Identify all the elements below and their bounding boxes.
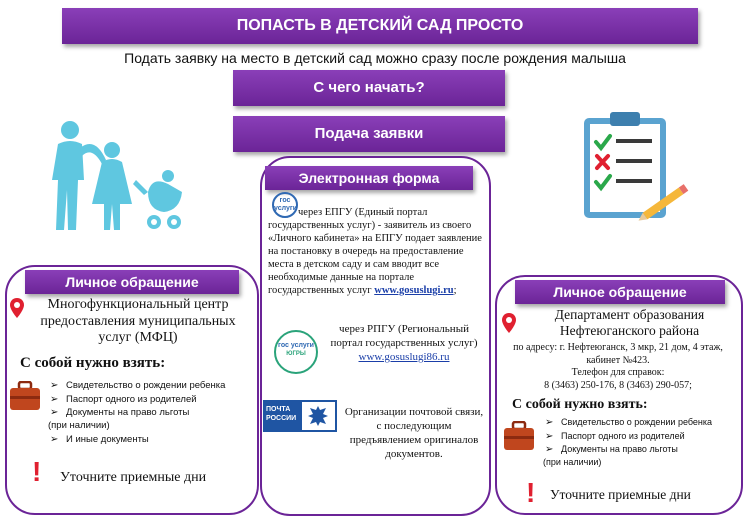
list-item: ➢Паспорт одного из родителей: [50, 393, 197, 405]
left-note: (при наличии): [48, 419, 110, 431]
list-item: ➢И иные документы: [50, 434, 149, 445]
rpgu-logo-sub: ЮГРЫ: [286, 351, 306, 357]
russian-post-logo: ПОЧТА РОССИИ: [263, 400, 337, 432]
list-item: ➢Свидетельство о рождении ребенка: [50, 380, 226, 391]
list-item: ➢Документы на право льготы: [50, 407, 190, 418]
post-eagle-icon: [301, 402, 335, 430]
list-item: ➢Свидетельство о рождении ребенка: [545, 417, 713, 428]
right-phones: 8 (3463) 250-176, 8 (3463) 290-057;: [544, 379, 692, 391]
post-logo-line1: ПОЧТА: [266, 406, 291, 413]
page-subtitle: Подать заявку на место в детский сад мож…: [124, 50, 626, 66]
epgu-logo: гос услуги: [272, 192, 298, 218]
right-address-text: по адресу: г. Нефтеюганск, 3 мкр, 21 дом…: [513, 342, 723, 366]
family-illustration: [52, 121, 182, 230]
rpgu-logo-text: гос услуги: [278, 342, 314, 349]
epgu-description: через ЕПГУ (Единый портал государственны…: [268, 206, 490, 297]
rpgu-link[interactable]: www.gosuslugi86.ru: [358, 351, 450, 363]
start-banner: С чего начать?: [233, 70, 505, 106]
right-visit-tag: Личное обращение: [515, 280, 725, 304]
post-logo-line2: РОССИИ: [266, 415, 297, 422]
electronic-form-tag: Электронная форма: [265, 166, 473, 190]
right-document-list: ➢Свидетельство о рождении ребенка ➢Паспо…: [543, 416, 741, 457]
post-description: Организации почтовой связи, с последующи…: [343, 405, 485, 461]
right-note: (при наличии): [543, 457, 602, 467]
right-reminder: Уточните приемные дни: [550, 487, 691, 502]
location-pin-icon: [502, 313, 516, 333]
apply-banner: Подача заявки: [233, 116, 505, 152]
epgu-text: через ЕПГУ (Единый портал государственны…: [268, 207, 482, 296]
page-title: ПОПАСТЬ В ДЕТСКИЙ САД ПРОСТО: [62, 8, 698, 44]
rpgu-description: через РПГУ (Региональный портал государс…: [330, 322, 478, 364]
epgu-logo-text: гос услуги: [274, 197, 298, 212]
briefcase-icon: [504, 421, 534, 450]
list-item: ➢Паспорт одного из родителей: [545, 430, 685, 442]
location-pin-icon: [10, 298, 24, 318]
right-address: по адресу: г. Нефтеюганск, 3 мкр, 21 дом…: [512, 342, 724, 392]
right-alert-icon: !: [526, 477, 536, 508]
epgu-link-suffix: ;: [453, 285, 457, 296]
right-place: Департамент образования Нефтеюганского р…: [554, 307, 705, 338]
rpgu-text: через РПГУ (Региональный портал государс…: [330, 323, 478, 349]
rpgu-logo: гос услуги ЮГРЫ: [274, 330, 318, 374]
right-phones-label: Телефон для справок:: [571, 367, 665, 378]
right-visit-panel: [495, 275, 743, 515]
epgu-link[interactable]: www.gosuslugi.ru: [374, 285, 454, 296]
left-document-list: ➢Свидетельство о рождении ребенка ➢Паспо…: [48, 379, 253, 420]
left-alert-icon: !: [32, 456, 42, 487]
left-reminder: Уточните приемные дни: [60, 470, 207, 485]
clipboard-illustration: [584, 112, 689, 221]
left-bring-title: С собой нужно взять:: [20, 355, 166, 371]
left-document-list-extra: ➢И иные документы: [48, 433, 253, 447]
list-item: ➢Документы на право льготы: [545, 444, 678, 455]
left-visit-tag: Личное обращение: [25, 270, 239, 294]
left-visit-panel: [5, 265, 259, 515]
briefcase-icon: [10, 381, 40, 410]
post-text: Организации почтовой связи, с последующи…: [344, 406, 484, 460]
right-bring-title: С собой нужно взять:: [512, 397, 648, 412]
left-place: Многофункциональный центр предоставления…: [40, 297, 236, 345]
